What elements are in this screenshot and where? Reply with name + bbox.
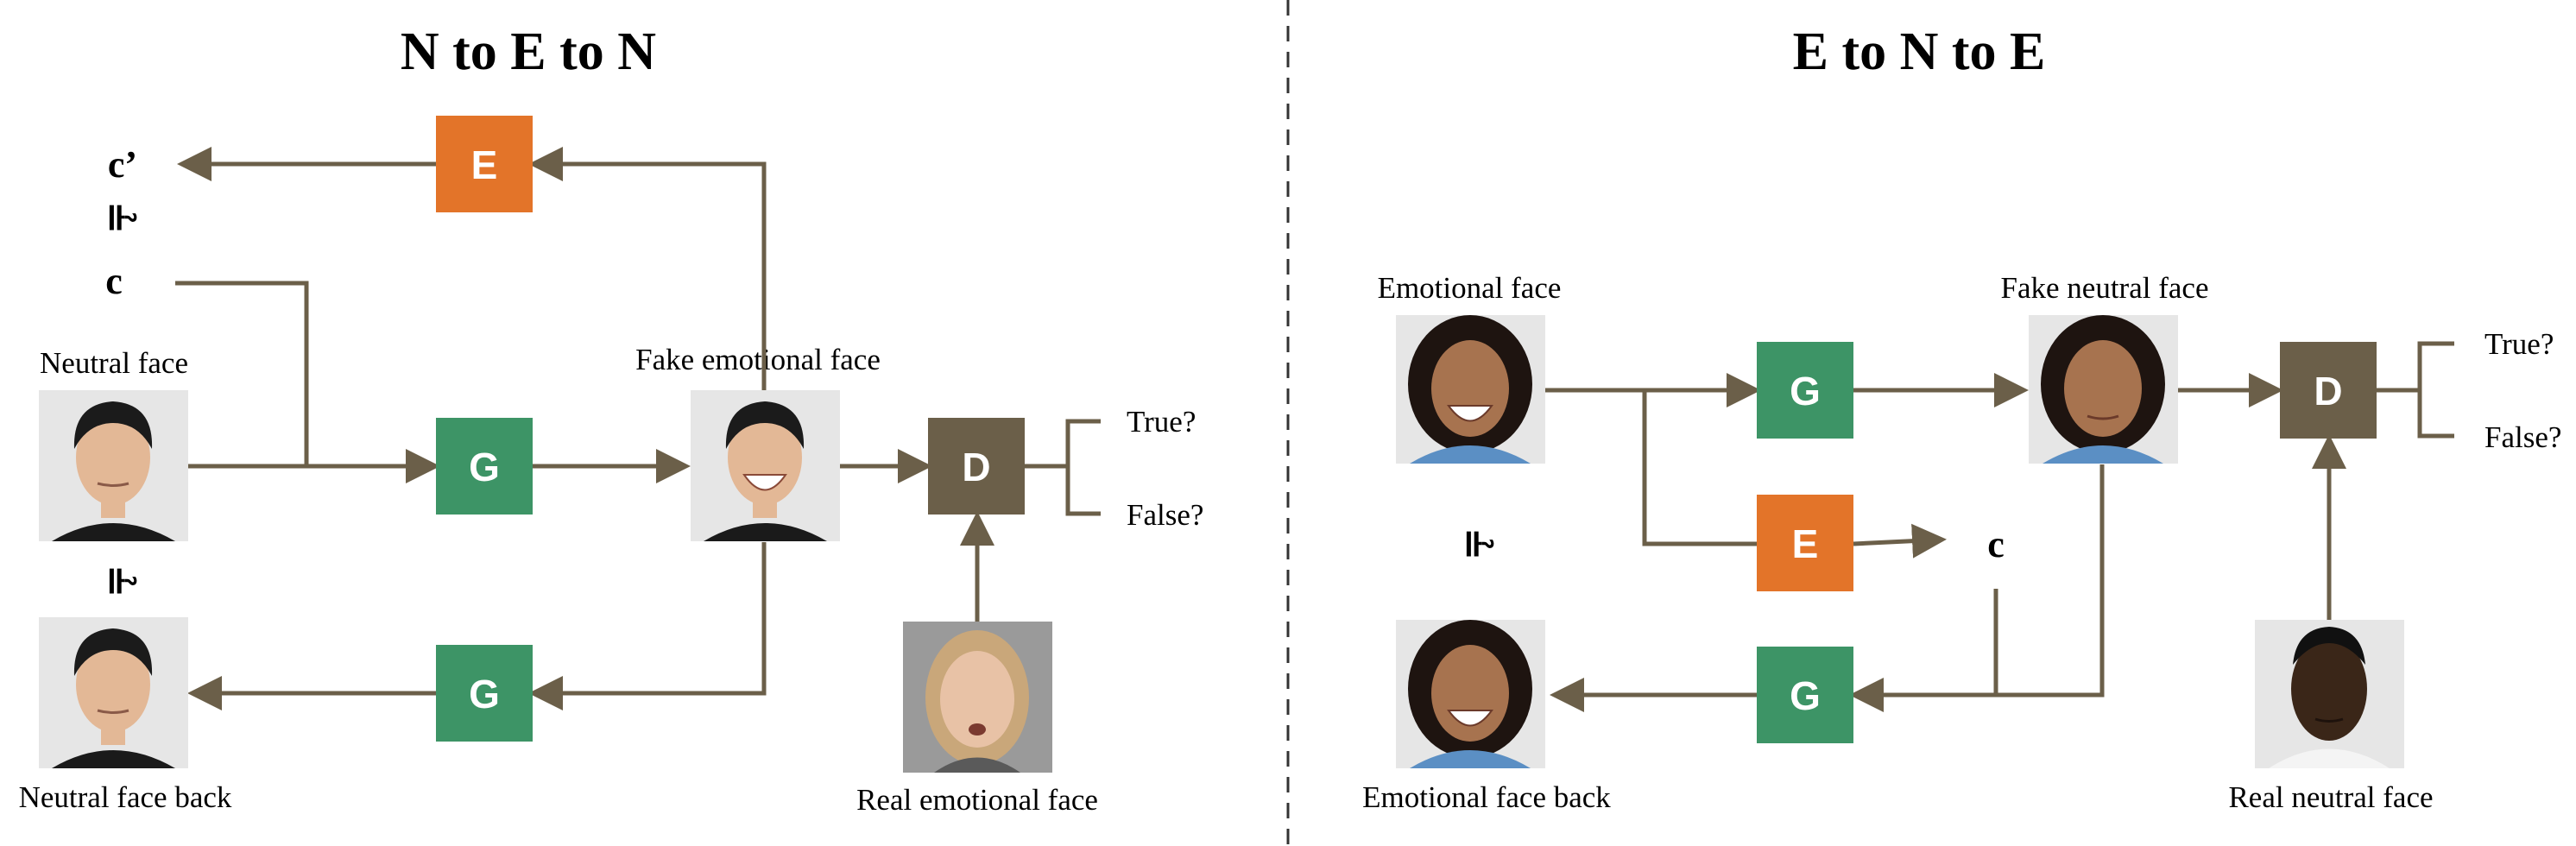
emotional-face-back-label: Emotional face back	[1362, 780, 1611, 814]
neutral-face-photo	[39, 390, 188, 541]
emotional-face-label: Emotional face	[1378, 271, 1562, 305]
fake-neutral-face-photo	[2029, 315, 2178, 464]
left-connections	[175, 147, 1101, 710]
real-neutral-face-label: Real neutral face	[2228, 780, 2433, 814]
fake-emotional-face-photo	[691, 390, 840, 541]
neutral-face-back-label: Neutral face back	[19, 780, 232, 814]
generator-box-back-right: G	[1757, 647, 1853, 743]
discriminator-box-label: D	[962, 445, 990, 489]
approx-eq-symbol-bottom: ≟	[95, 565, 137, 597]
generator-box-back: G	[436, 645, 533, 742]
line-emotional-to-e	[1642, 390, 1757, 546]
false-label-right: False?	[2484, 420, 2561, 454]
false-label: False?	[1127, 498, 1203, 532]
generator-box: G	[436, 418, 533, 515]
left-panel: N to E to N c’ ≟ c ≟ Neutral face Fake e…	[19, 22, 1204, 817]
generator-box-label: G	[469, 445, 500, 489]
discriminator-box-right-label: D	[2314, 369, 2342, 414]
arrow-fake-to-e	[528, 147, 767, 393]
discriminator-box-right: D	[2280, 342, 2377, 439]
arrow-fake-to-g2	[528, 542, 767, 710]
encoder-box-right: E	[1757, 495, 1853, 591]
encoder-box-right-label: E	[1792, 521, 1819, 566]
generator-box-right-label: G	[1790, 369, 1821, 414]
encoder-box-label: E	[471, 142, 498, 187]
bracket-true-false-right	[2417, 341, 2454, 439]
fake-emotional-face-label: Fake emotional face	[635, 343, 881, 376]
generator-box-right: G	[1757, 342, 1853, 439]
right-panel: E to N to E Emotional face Fake neutral …	[1362, 22, 2561, 814]
real-emotional-face-photo	[903, 622, 1052, 773]
emotional-face-back-photo	[1396, 620, 1545, 768]
real-emotional-face-label: Real emotional face	[856, 783, 1098, 817]
emotional-face-photo	[1396, 315, 1545, 464]
neutral-face-back-photo	[39, 617, 188, 768]
line-c-to-g	[175, 281, 309, 466]
arrow-fake-neutral-to-g2	[1849, 464, 2105, 712]
arrow-e-to-c	[1853, 523, 1947, 559]
approx-eq-symbol-right: ≟	[1452, 528, 1494, 560]
discriminator-box: D	[928, 418, 1025, 515]
left-panel-title: N to E to N	[401, 22, 656, 81]
c-symbol: c	[105, 260, 123, 302]
real-neutral-face-photo	[2255, 620, 2404, 768]
bracket-true-false	[1065, 419, 1101, 516]
generator-box-back-right-label: G	[1790, 673, 1821, 718]
true-label: True?	[1127, 405, 1196, 439]
approx-eq-symbol-top: ≟	[95, 202, 137, 234]
fake-neutral-face-label: Fake neutral face	[2001, 271, 2209, 305]
true-label-right: True?	[2484, 327, 2554, 361]
c-prime-symbol: c’	[108, 143, 137, 186]
neutral-face-label: Neutral face	[40, 346, 188, 380]
right-panel-title: E to N to E	[1793, 22, 2046, 81]
encoder-box: E	[436, 116, 533, 212]
right-connections	[1545, 341, 2454, 712]
generator-box-back-label: G	[469, 672, 500, 717]
c-symbol-right: c	[1987, 523, 2005, 565]
